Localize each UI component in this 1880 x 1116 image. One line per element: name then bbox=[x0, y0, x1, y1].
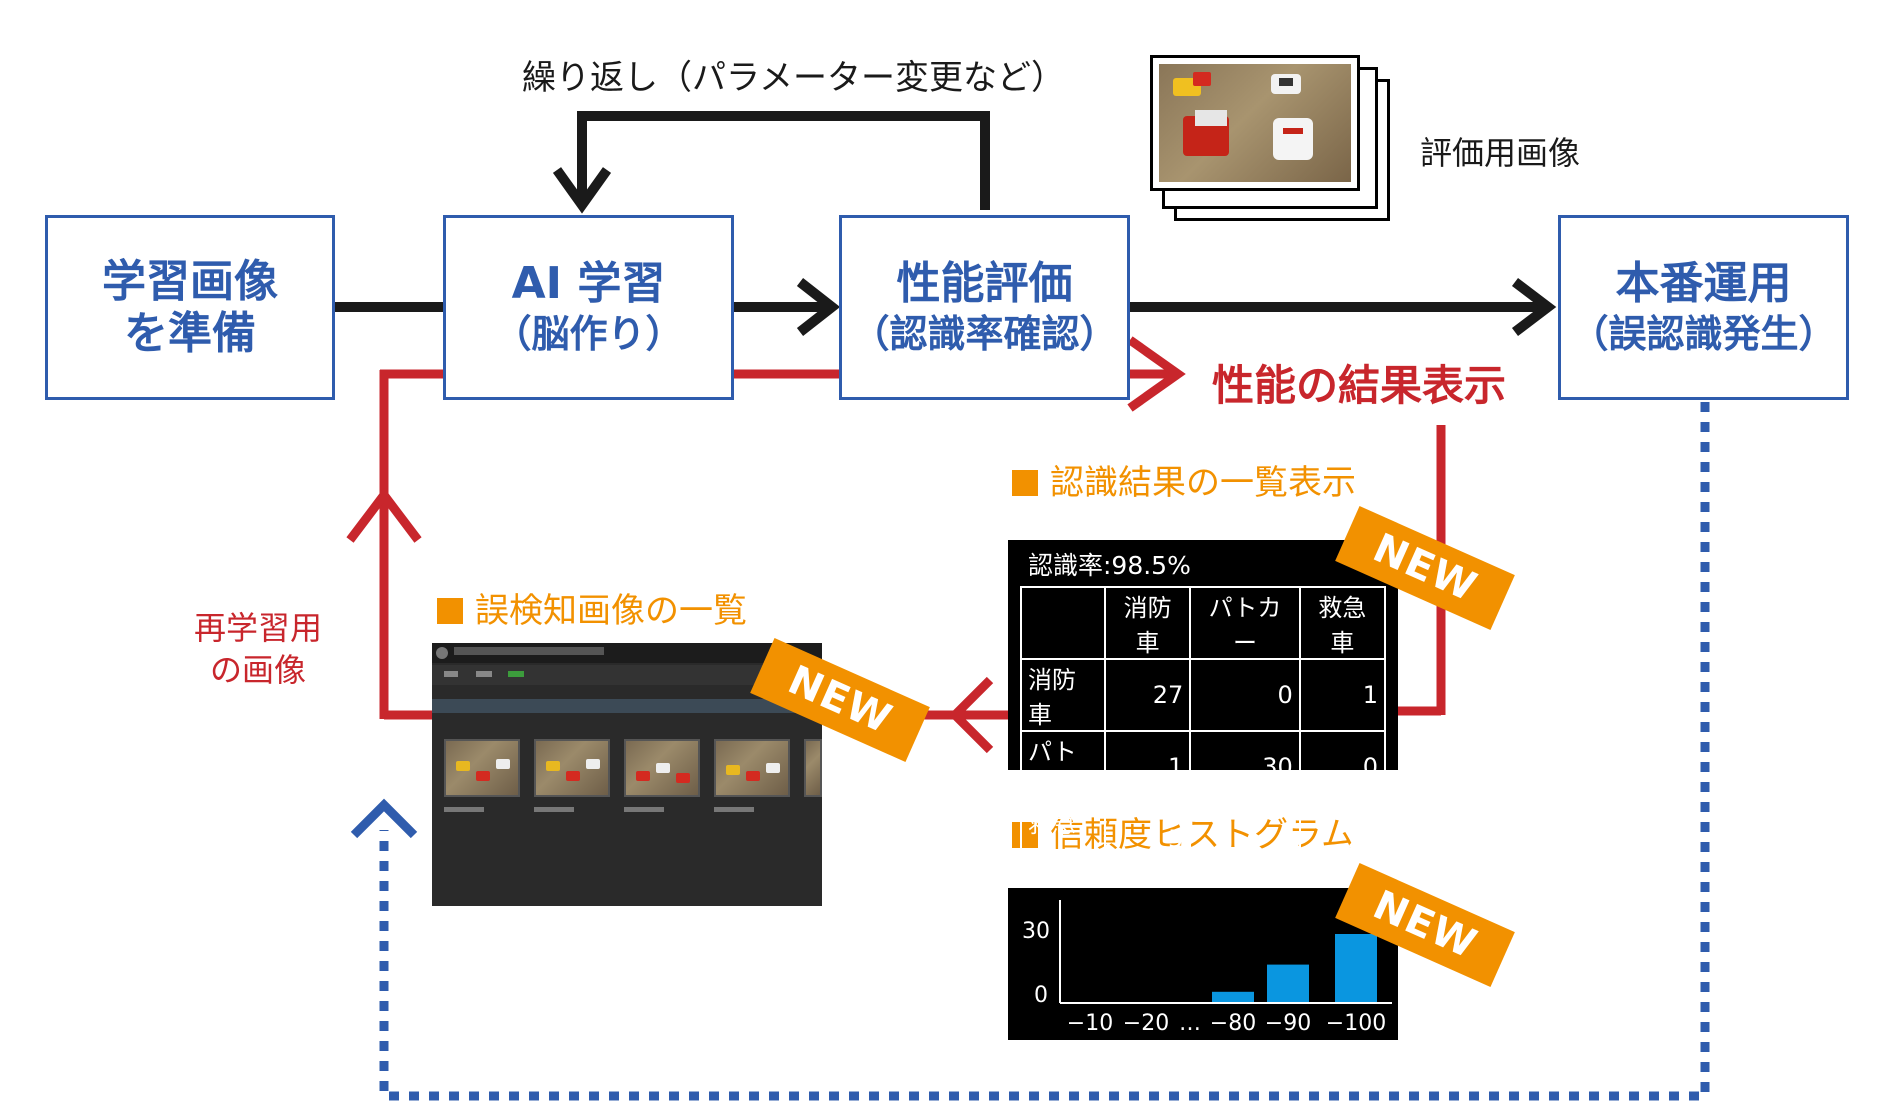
cm-header-col: 救急車 bbox=[1298, 586, 1387, 660]
blue-arrowhead-up bbox=[350, 798, 418, 839]
recognition-rate: 認識率:98.5% bbox=[1028, 551, 1191, 580]
flow-arrowhead-2 bbox=[796, 278, 841, 336]
histogram-bar bbox=[1335, 934, 1377, 1002]
eval-image-stack bbox=[1150, 55, 1390, 221]
x-tick-label: … bbox=[1179, 1011, 1201, 1036]
box-prepare-line1: 学習画像 bbox=[102, 255, 278, 307]
table-row: 救急車 5 0 29 bbox=[1020, 802, 1387, 876]
box-prepare-line2: を準備 bbox=[124, 307, 256, 359]
box-performance-eval: 性能評価 （認識率確認） bbox=[839, 215, 1130, 400]
histogram-bars bbox=[1212, 934, 1377, 1002]
loop-label: 繰り返し（パラメーター変更など） bbox=[522, 58, 1065, 98]
histogram-panel: 30 0 −10 −20 … −80 −90 −100 bbox=[1008, 888, 1398, 1040]
heading-misdetect-list: 誤検知画像の一覧 bbox=[437, 583, 747, 632]
table-row: 消防車 27 0 1 bbox=[1020, 658, 1387, 732]
red-arrowhead-up bbox=[346, 487, 422, 543]
histogram-bar bbox=[1212, 991, 1254, 1002]
box-train-line2: （脳作り） bbox=[493, 311, 684, 356]
cm-row-label: 救急車 bbox=[1020, 802, 1106, 876]
cm-header-col: 消防車 bbox=[1103, 586, 1192, 660]
histogram-bar bbox=[1267, 964, 1309, 1002]
cm-header-col: パトカー bbox=[1189, 586, 1301, 660]
box-eval-line1: 性能評価 bbox=[896, 257, 1073, 309]
cm-row-label: 消防車 bbox=[1020, 658, 1106, 732]
histogram-chart: 30 0 −10 −20 … −80 −90 −100 bbox=[1022, 900, 1392, 1036]
confusion-table: 消防車 パトカー 救急車 消防車 27 0 1 パトカー 1 30 0 救急車 … bbox=[1020, 586, 1387, 911]
heading-recognition-list: 認識結果の一覧表示 bbox=[1012, 455, 1356, 504]
box-production: 本番運用 （誤認識発生） bbox=[1558, 215, 1849, 400]
red-arrowhead-right bbox=[1127, 336, 1186, 412]
y-tick-label: 30 bbox=[1022, 919, 1050, 944]
loop-arrow bbox=[577, 111, 990, 210]
eval-images-label: 評価用画像 bbox=[1420, 134, 1581, 172]
eval-image-photo bbox=[1150, 55, 1360, 191]
x-tick-label: −20 bbox=[1123, 1011, 1169, 1036]
box-prod-line1: 本番運用 bbox=[1615, 257, 1792, 309]
box-prepare-images: 学習画像 を準備 bbox=[45, 215, 335, 400]
cm-header-empty bbox=[1020, 586, 1106, 660]
blue-dotted-line bbox=[379, 402, 1710, 1101]
x-tick-label: −10 bbox=[1067, 1011, 1113, 1036]
red-arrowhead-left bbox=[948, 676, 994, 754]
result-display-label: 性能の結果表示 bbox=[1212, 361, 1507, 410]
x-tick-label: −90 bbox=[1265, 1011, 1311, 1036]
loop-arrowhead bbox=[552, 167, 612, 214]
flow-arrowhead-3 bbox=[1511, 278, 1557, 336]
x-tick-label: −80 bbox=[1210, 1011, 1256, 1036]
retrain-label: 再学習用 の画像 bbox=[193, 609, 322, 689]
x-tick-label: −100 bbox=[1326, 1011, 1386, 1036]
confusion-matrix-panel: 認識率:98.5% 消防車 パトカー 救急車 消防車 27 0 1 パトカー 1… bbox=[1008, 540, 1398, 911]
y-tick-label: 0 bbox=[1034, 983, 1048, 1008]
cm-row-label: パトカー bbox=[1020, 730, 1106, 804]
table-row: パトカー 1 30 0 bbox=[1020, 730, 1387, 804]
box-eval-line2: （認識率確認） bbox=[851, 311, 1118, 356]
box-train-line1: AI 学習 bbox=[511, 257, 666, 309]
box-prod-line2: （誤認識発生） bbox=[1570, 311, 1837, 356]
box-ai-training: AI 学習 （脳作り） bbox=[443, 215, 734, 400]
